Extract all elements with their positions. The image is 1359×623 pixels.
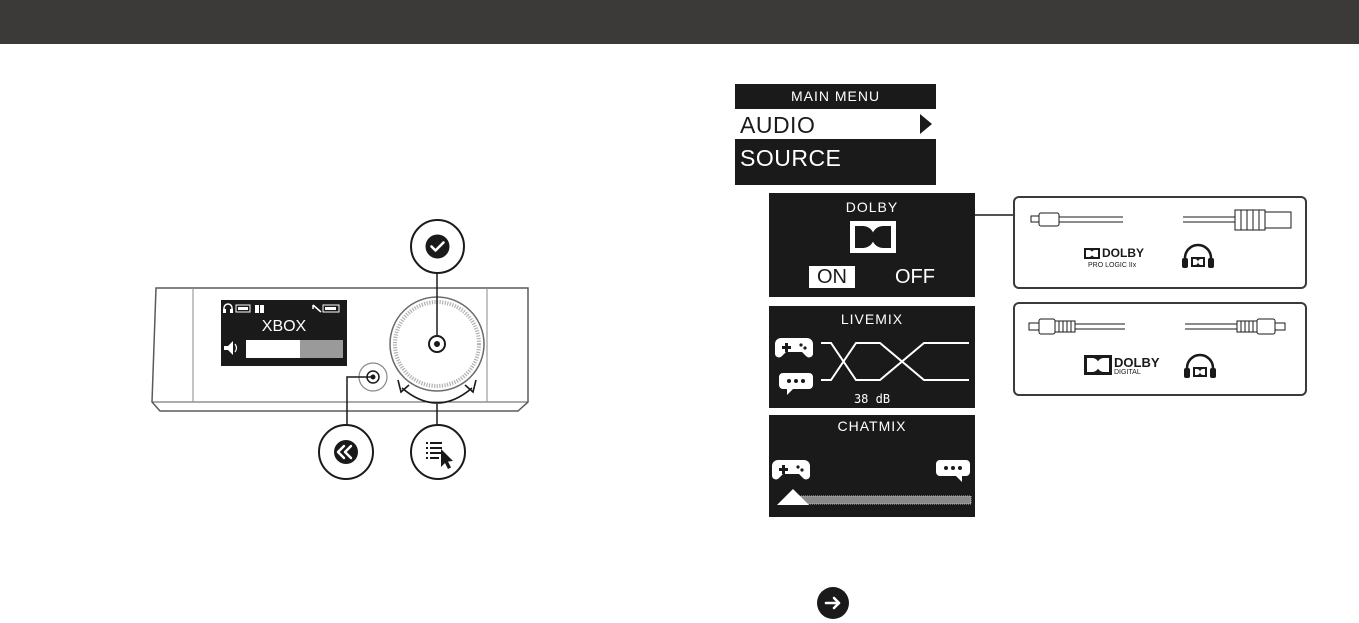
dolby-mark-icon [1084,248,1100,259]
next-button[interactable] [817,587,849,619]
display-source-label: XBOX [221,318,347,336]
usb-dolby-sub: PRO LOGIC IIx [1088,262,1136,269]
dolby-off-option[interactable]: OFF [885,266,945,288]
usb-dolby-word: DOLBY [1102,246,1144,260]
dolby-logo-icon [849,220,897,254]
menu-item-source-label: SOURCE [740,145,841,172]
livemix-screen: LIVEMIX 38 dB [769,306,975,408]
optical-connection-box: DOLBY DIGITAL [1013,302,1307,396]
optical-dolby-sub: DIGITAL [1114,369,1141,376]
check-icon [412,221,463,272]
top-bar [0,0,1359,44]
menu-item-source[interactable]: SOURCE [735,142,936,172]
gamepad-icon [775,338,813,357]
device-display: XBOX [221,300,347,366]
chatmix-screen: CHATMIX [769,415,975,517]
dolby-mark-icon [1084,355,1112,375]
micro-usb-cable-icon [1031,213,1123,226]
main-menu-screen: MAIN MENU AUDIO SOURCE [735,84,936,185]
chatmix-graph [769,415,975,517]
optical-dolby-word: DOLBY [1114,355,1160,370]
dolby-connector-line [975,213,1015,217]
dolby-on-option[interactable]: ON [809,266,855,288]
dolby-title: DOLBY [769,199,975,215]
menu-item-audio[interactable]: AUDIO [735,109,936,139]
menu-button[interactable] [410,424,466,480]
usb-cables-illustration [1015,198,1305,287]
optical-cables-illustration [1015,304,1305,394]
livemix-value: 38 dB [769,392,975,406]
optical-cable-right-icon [1185,319,1285,334]
usb-a-cable-icon [1183,210,1291,230]
menu-cursor-icon [412,426,464,478]
headphones-dolby-icon [1184,355,1216,378]
main-menu-title: MAIN MENU [735,88,936,104]
menu-item-audio-label: AUDIO [740,112,815,139]
optical-cable-left-icon [1029,319,1125,334]
dolby-screen: DOLBY ON OFF [769,193,975,297]
confirm-button[interactable] [410,219,465,274]
double-chevron-left-icon [320,426,372,478]
gamepad-icon [772,460,810,479]
arrow-right-icon [817,587,849,619]
back-button[interactable] [318,424,374,480]
usb-connection-box: DOLBY PRO LOGIC IIx [1013,196,1307,289]
caret-right-icon [919,113,933,135]
chat-bubble-icon [936,460,970,482]
headphones-dolby-icon [1182,245,1214,268]
